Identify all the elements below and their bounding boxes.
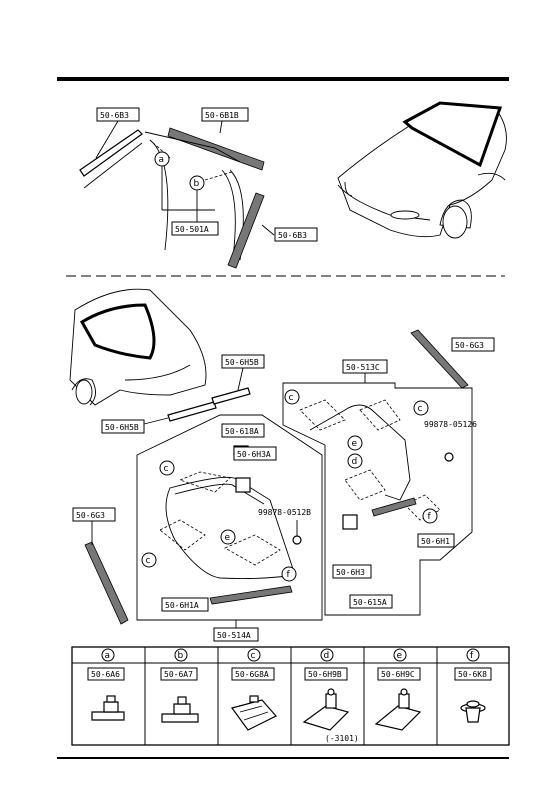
front-left-strip-lower	[83, 142, 143, 189]
clip-e-drawing	[374, 688, 422, 731]
table-part-c: 50-6G8A	[235, 670, 269, 679]
windshield-highlight	[402, 101, 503, 168]
callout-clip-6h3a: 50-6H3A	[237, 450, 271, 459]
table-header-d: d	[324, 651, 330, 661]
table-header-e: e	[397, 651, 403, 661]
callout-seal-6h1a: 50-6H1A	[165, 601, 199, 610]
marker-a	[154, 151, 170, 167]
table-header-c: c	[251, 651, 256, 661]
table-part-a: 50-6A6	[91, 670, 120, 679]
marker-e-2: e	[352, 439, 358, 449]
callout-bolt-right: 99878-05126	[424, 420, 477, 429]
callout-top-left-strip: 50-6B3	[100, 111, 129, 120]
marker-a-label: a	[159, 155, 165, 165]
bottom-rule	[57, 757, 509, 759]
marker-c-4: c	[418, 404, 423, 414]
rear-strip-left	[167, 401, 217, 422]
clip-b-drawing	[161, 696, 199, 723]
table-footnote: (-3101)	[325, 734, 359, 743]
marker-c-1: c	[164, 464, 169, 474]
callout-quarter-615a: 50-615A	[353, 598, 387, 607]
table-header-f: f	[470, 651, 474, 661]
rear-window-highlight	[79, 303, 156, 360]
car-rear-illustration	[69, 288, 207, 406]
clip-f-drawing	[460, 700, 486, 723]
marker-b-label: b	[194, 179, 200, 189]
callout-windshield-set: 50-501A	[175, 225, 209, 234]
marker-f-2: f	[428, 512, 432, 522]
group-box-514a	[136, 414, 323, 621]
windshield-molding-left	[149, 139, 169, 251]
callout-top-roof-strip: 50-6B1B	[205, 111, 239, 120]
marker-b	[189, 175, 205, 191]
table-part-b: 50-6A7	[164, 670, 193, 679]
clip-table: a b c d e f 50-6A6 50-6A7 50-6G8A 50-6H9…	[71, 646, 510, 746]
clip-c-drawing	[231, 695, 277, 731]
marker-f-1: f	[287, 570, 291, 580]
group-box-513c	[282, 382, 473, 616]
callout-bolt-left: 99878-0512B	[258, 508, 311, 517]
clip-6h3a-part	[235, 477, 251, 493]
table-header-b: b	[178, 651, 184, 661]
marker-d: d	[352, 457, 358, 467]
callout-box	[96, 107, 140, 122]
side-seal-right-part	[410, 329, 469, 389]
clip-d-drawing	[302, 688, 350, 731]
seal-6h1a-part	[209, 585, 293, 605]
top-rule	[57, 77, 509, 81]
table-part-d: 50-6H9B	[308, 670, 342, 679]
car-front-illustration	[337, 101, 507, 239]
marker-c-2: c	[146, 556, 151, 566]
windshield-molding-top	[144, 131, 241, 163]
marker-e-1: e	[225, 533, 231, 543]
rear-window-molding	[165, 476, 296, 580]
callout-rear-strip-left: 50-6H5B	[105, 423, 139, 432]
callout-rear-strip-right: 50-6H5B	[225, 358, 259, 367]
callout-rear-window-set: 50-514A	[217, 631, 251, 640]
rear-strip-right	[211, 387, 251, 405]
callout-top-right-strip: 50-6B3	[278, 231, 307, 240]
callout-side-seal-left: 50-6G3	[76, 511, 105, 520]
quarter-molding	[309, 404, 411, 501]
seal-6h1-part	[371, 497, 417, 517]
side-seal-left-part	[84, 541, 129, 625]
bolt-left-part	[292, 535, 302, 545]
clip-6h3-part	[342, 514, 358, 530]
table-header-a: a	[105, 651, 111, 661]
bolt-right-part	[444, 452, 454, 462]
callout-side-seal-right: 50-6G3	[455, 341, 484, 350]
marker-c-3: c	[289, 393, 294, 403]
front-left-strip	[79, 129, 143, 177]
callout-clip-618a: 50-618A	[225, 427, 259, 436]
table-part-f: 50-6K8	[458, 670, 487, 679]
callout-seal-6h1: 50-6H1	[421, 537, 450, 546]
clip-a-drawing	[91, 695, 125, 721]
callout-quarter-set: 50-513C	[346, 363, 380, 372]
right-pillar-strip	[227, 192, 265, 269]
table-part-e: 50-6H9C	[381, 670, 415, 679]
callout-clip-6h3: 50-6H3	[336, 568, 365, 577]
